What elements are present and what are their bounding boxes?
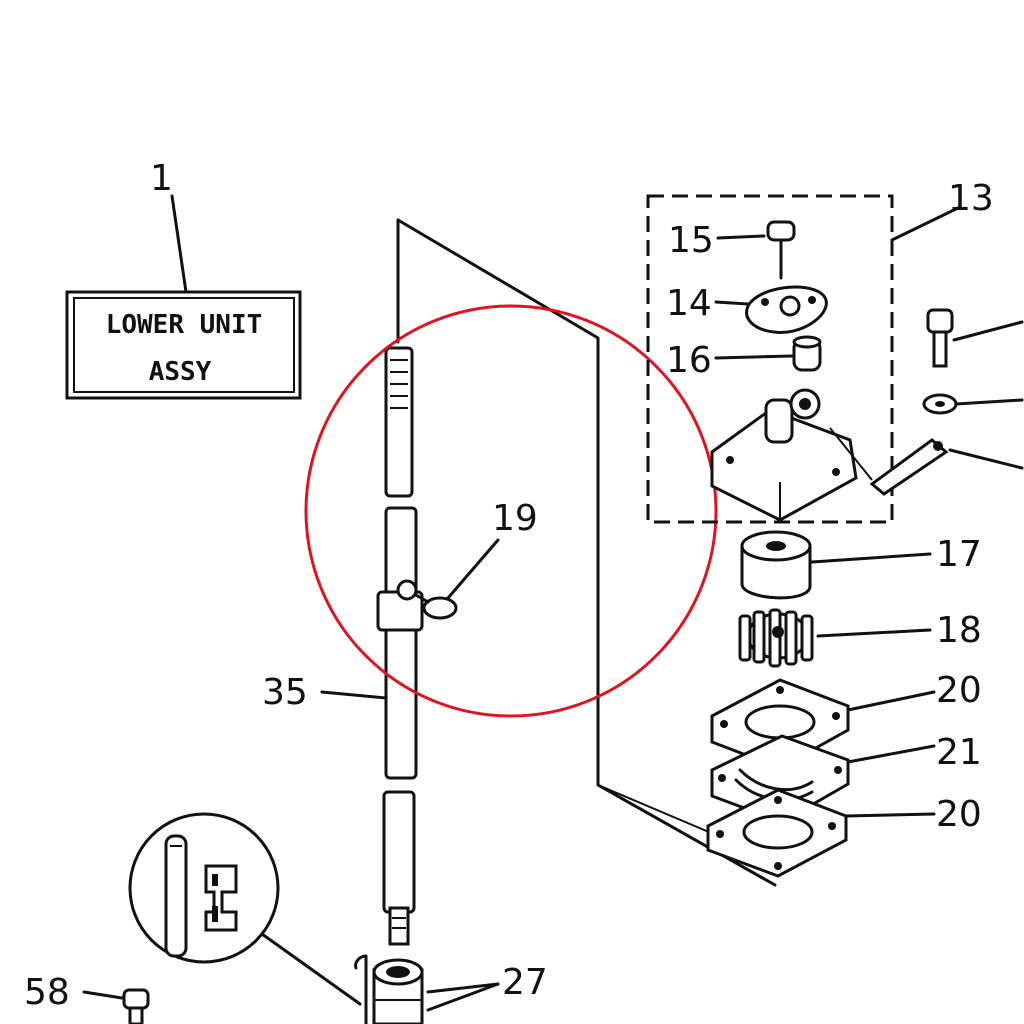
clip-guide-line — [829, 427, 873, 481]
leader-line-16 — [714, 354, 794, 360]
part-17-insert — [740, 530, 812, 600]
callout-18: 18 — [936, 610, 982, 651]
side-bolt — [926, 308, 954, 368]
callout-20b: 20 — [936, 794, 982, 835]
part-16-grommet — [792, 335, 822, 372]
leader-line-14 — [714, 300, 750, 306]
callout-1: 1 — [150, 158, 173, 199]
part-27-bushing — [354, 954, 424, 1024]
callout-14: 14 — [666, 283, 712, 324]
leader-line-18 — [816, 628, 932, 638]
part-20-gasket-lower — [706, 788, 848, 878]
part-19-key — [396, 579, 458, 620]
side-washer — [922, 393, 958, 415]
drive-shaft — [376, 346, 424, 946]
bracket-outline — [396, 218, 777, 887]
callout-16: 16 — [666, 340, 712, 381]
leader-line-1 — [170, 194, 188, 294]
pump-housing — [710, 388, 858, 522]
leader-line-20a — [846, 690, 936, 712]
lower-unit-assy-box: LOWER UNIT ASSY — [65, 290, 302, 400]
leader-line-15 — [716, 234, 766, 240]
part-58-bolt — [122, 988, 150, 1024]
leader-line-17 — [810, 552, 932, 564]
leader-line-washer — [954, 398, 1024, 406]
leader-line-20b — [844, 812, 936, 818]
callout-19: 19 — [492, 498, 538, 539]
callout-21: 21 — [936, 732, 982, 773]
callout-13: 13 — [948, 178, 994, 219]
highlight-circle — [304, 304, 718, 718]
side-clip — [869, 438, 949, 496]
leader-line-35 — [320, 690, 388, 700]
assy-box-line1: LOWER UNIT — [106, 310, 263, 340]
leader-line-21 — [846, 744, 936, 764]
assy-box-line2: ASSY — [149, 357, 212, 387]
leader-line-clip — [948, 448, 1024, 470]
leader-line-27a — [426, 982, 500, 994]
leader-line-27b — [426, 982, 500, 1012]
leader-line-13 — [890, 206, 960, 242]
callout-27: 27 — [502, 962, 548, 1003]
callout-35: 35 — [262, 672, 308, 713]
callout-58: 58 — [24, 972, 70, 1013]
leader-line-bolt — [952, 320, 1024, 342]
leader-line-58 — [82, 990, 124, 1000]
leader-line-19 — [446, 538, 500, 600]
kit-13-dashed-box — [646, 194, 894, 524]
callout-20a: 20 — [936, 670, 982, 711]
detail-leader-line — [260, 932, 362, 1006]
part-15-screw — [766, 220, 796, 280]
part-18-impeller — [738, 608, 814, 668]
part-14-plate — [745, 285, 828, 334]
callout-15: 15 — [668, 220, 714, 261]
part-20-gasket-upper — [710, 678, 850, 770]
callout-17: 17 — [936, 534, 982, 575]
detail-circle — [128, 812, 280, 964]
